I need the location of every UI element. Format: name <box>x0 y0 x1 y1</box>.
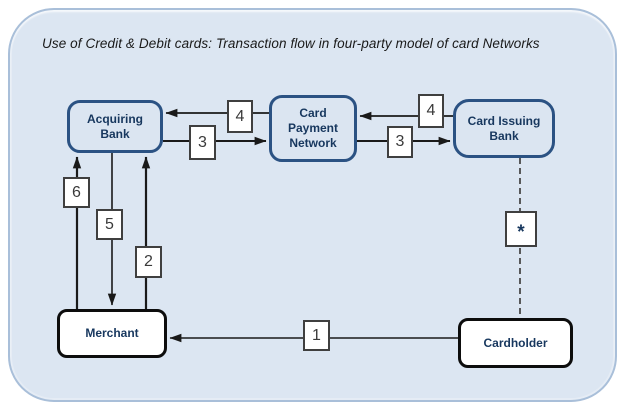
step-label-3-network-to-issuer: 3 <box>387 126 413 158</box>
note-asterisk-label: * <box>505 211 537 247</box>
step-label-3-acquirer-to-network: 3 <box>189 125 216 160</box>
node-cardholder: Cardholder <box>458 318 573 368</box>
step-label-1: 1 <box>303 320 330 351</box>
node-merchant: Merchant <box>57 309 167 358</box>
step-3-text: 3 <box>395 133 405 150</box>
step-4-text: 4 <box>235 107 245 125</box>
step-label-5: 5 <box>96 209 123 240</box>
asterisk-text: * <box>517 221 525 243</box>
step-label-2: 2 <box>135 246 162 278</box>
step-4-text: 4 <box>426 102 436 119</box>
step-label-4-network-to-acquirer: 4 <box>227 100 253 133</box>
node-cardholder-label: Cardholder <box>483 335 548 350</box>
node-card-payment-network: Card Payment Network <box>269 95 357 162</box>
step-1-text: 1 <box>312 326 321 344</box>
node-merchant-label: Merchant <box>85 326 139 340</box>
step-label-6: 6 <box>63 177 90 208</box>
step-label-4-issuer-to-network: 4 <box>418 94 444 128</box>
node-acquiring-bank-label: Acquiring Bank <box>87 111 143 141</box>
node-card-payment-network-label: Card Payment Network <box>287 106 339 150</box>
node-acquiring-bank: Acquiring Bank <box>67 100 163 153</box>
step-3-text: 3 <box>198 133 207 151</box>
node-card-issuing-bank: Card Issuing Bank <box>453 99 555 158</box>
step-2-text: 2 <box>144 253 153 270</box>
step-6-text: 6 <box>72 183 81 201</box>
diagram-title: Use of Credit & Debit cards: Transaction… <box>42 36 540 51</box>
node-card-issuing-bank-label: Card Issuing Bank <box>467 113 541 143</box>
step-5-text: 5 <box>105 215 114 233</box>
